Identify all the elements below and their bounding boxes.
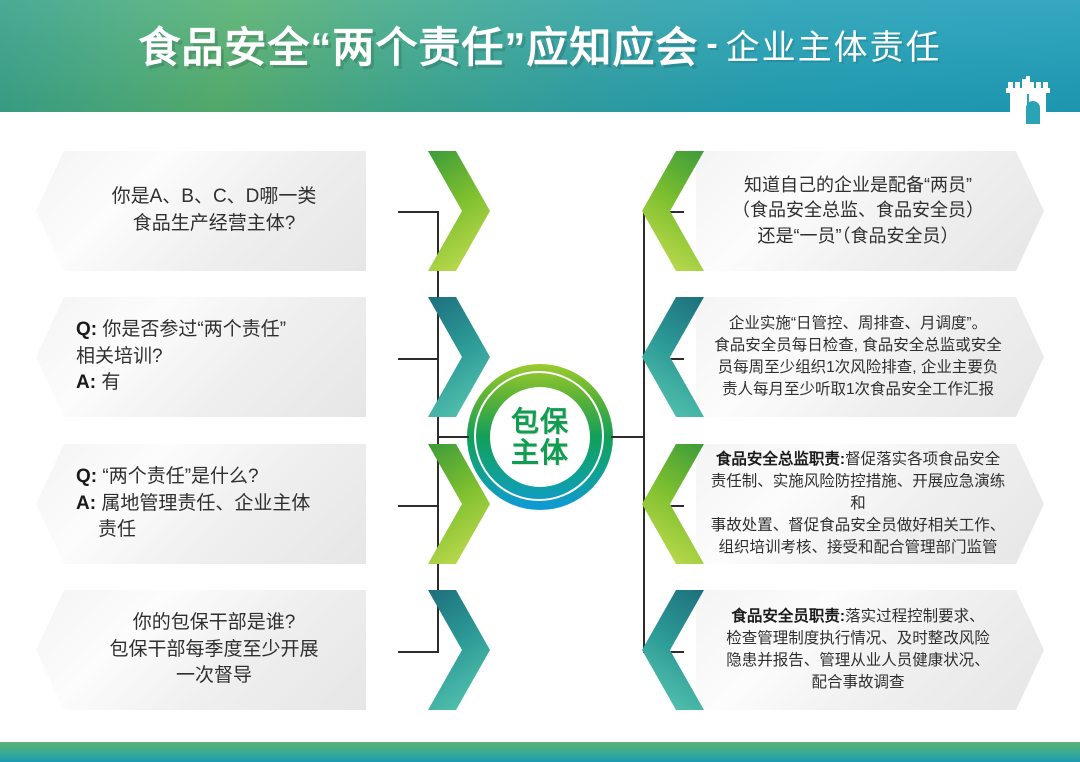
left-card-1[interactable]: 你是A、B、C、D哪一类 食品生产经营主体? [36, 151, 366, 271]
left-item-1[interactable]: 你是A、B、C、D哪一类 食品生产经营主体? [36, 151, 490, 271]
chevron-left-teal-icon [642, 590, 704, 710]
left-card-2-text: Q: 你是否参过“两个责任” 相关培训? A: 有 [76, 317, 352, 398]
role-label: 食品安全员职责: [731, 608, 846, 625]
text-line: 包保干部每季度至少开展 [109, 638, 319, 660]
text-line: 员每周至少组织1次风险排查, 企业主要负 [717, 359, 999, 376]
right-card-2[interactable]: 企业实施“日管控、周排查、月调度”。 食品安全员每日检查, 食品安全总监或安全 … [696, 297, 1044, 417]
text-line: 一次督导 [175, 665, 252, 687]
qa-label-q: Q: [76, 465, 98, 487]
left-card-3-text: Q: “两个责任”是什么? A: 属地管理责任、企业主体 责任 [76, 464, 352, 545]
text-line: Q: 你是否参过“两个责任” [76, 317, 352, 344]
center-node: 包保 主体 [467, 364, 613, 510]
center-ring-inner-line [474, 371, 604, 501]
text-line: 食品生产经营主体? [132, 213, 296, 234]
chevron-left-green-icon [642, 444, 704, 564]
right-card-4[interactable]: 食品安全员职责:落实过程控制要求、 检查管理制度执行情况、及时整改风险 隐患并报… [696, 590, 1044, 710]
text-span: 督促落实各项食品安全 [845, 451, 1001, 468]
text-line: 你的包保干部是谁? [132, 611, 296, 633]
text-line: 食品安全员每日检查, 食品安全总监或安全 [714, 337, 1002, 354]
left-card-2[interactable]: Q: 你是否参过“两个责任” 相关培训? A: 有 [36, 297, 366, 417]
center-circle-fill [490, 387, 590, 487]
text-line: Q: “两个责任”是什么? [76, 464, 352, 491]
title-subtitle-text: 企业主体责任 [725, 29, 942, 67]
header-gradient-overlay [0, 0, 1080, 112]
center-label-line1: 包保 [510, 405, 569, 437]
left-card-1-text: 你是A、B、C、D哪一类 食品生产经营主体? [76, 184, 352, 238]
bracket-center-left-link [437, 436, 469, 438]
chevron-left-teal-icon [642, 297, 704, 417]
center-label-line2: 主体 [510, 437, 569, 468]
left-column: 你是A、B、C、D哪一类 食品生产经营主体? Q: 你是否参过“两个责 [36, 0, 490, 762]
qa-label-a: A: [76, 492, 97, 514]
left-item-3[interactable]: Q: “两个责任”是什么? A: 属地管理责任、企业主体 责任 [36, 444, 490, 564]
text-line: 检查管理制度执行情况、及时整改风险 [726, 630, 990, 647]
left-card-4-text: 你的包保干部是谁? 包保干部每季度至少开展 一次督导 [76, 610, 352, 691]
left-card-3[interactable]: Q: “两个责任”是什么? A: 属地管理责任、企业主体 责任 [36, 444, 366, 564]
role-label: 食品安全总监职责: [715, 451, 846, 468]
text-line: 食品安全员职责:落实过程控制要求、 [710, 606, 1006, 628]
text-span: 属地管理责任、企业主体 [96, 492, 311, 514]
right-item-3[interactable]: 食品安全总监职责:督促落实各项食品安全 责任制、实施风险防控措施、开展应急演练和… [642, 444, 1080, 564]
right-card-2-text: 企业实施“日管控、周排查、月调度”。 食品安全员每日检查, 食品安全总监或安全 … [710, 313, 1006, 401]
chevron-right-teal-icon [428, 590, 490, 710]
text-line: （食品安全总监、食品安全员） [732, 200, 984, 221]
text-span: 有 [96, 372, 121, 394]
left-card-4[interactable]: 你的包保干部是谁? 包保干部每季度至少开展 一次督导 [36, 590, 366, 710]
text-line: 配合事故调查 [811, 674, 905, 691]
bottom-accent-bar [0, 742, 1080, 762]
bracket-right-vertical [643, 211, 645, 652]
text-line: 责人每月至少听取1次食品安全工作汇报 [721, 381, 995, 398]
text-span: 你是否参过“两个责任” [97, 318, 287, 340]
right-item-2[interactable]: 企业实施“日管控、周排查、月调度”。 食品安全员每日检查, 食品安全总监或安全 … [642, 297, 1080, 417]
text-line: 企业实施“日管控、周排查、月调度”。 [728, 315, 988, 332]
bracket-center-right-link [611, 436, 645, 438]
text-span: “两个责任”是什么? [97, 465, 259, 487]
right-card-3[interactable]: 食品安全总监职责:督促落实各项食品安全 责任制、实施风险防控措施、开展应急演练和… [696, 444, 1044, 564]
text-line: 责任 [76, 517, 352, 544]
left-item-4[interactable]: 你的包保干部是谁? 包保干部每季度至少开展 一次督导 [36, 590, 490, 710]
text-line: 隐患并报告、管理从业人员健康状况、 [726, 652, 990, 669]
text-line: A: 属地管理责任、企业主体 [76, 491, 352, 518]
text-span: 责任 [98, 519, 137, 541]
qa-label-q: Q: [76, 318, 98, 340]
left-item-2[interactable]: Q: 你是否参过“两个责任” 相关培训? A: 有 [36, 297, 490, 417]
page-title: 食品安全“两个责任”应知应会-企业主体责任 [0, 14, 1080, 75]
chevron-right-green-icon [428, 151, 490, 271]
text-line: 知道自己的企业是配备“两员” [744, 174, 972, 195]
bracket-left-vertical [437, 211, 439, 652]
text-line: A: 有 [76, 370, 352, 397]
text-line: 事故处置、督促食品安全员做好相关工作、 [710, 517, 1006, 534]
bracket-left-stub-2 [398, 358, 439, 360]
right-card-4-text: 食品安全员职责:落实过程控制要求、 检查管理制度执行情况、及时整改风险 隐患并报… [710, 606, 1006, 694]
title-separator: - [706, 25, 718, 63]
right-item-1[interactable]: 知道自己的企业是配备“两员” （食品安全总监、食品安全员） 还是“一员”（食品安… [642, 151, 1080, 271]
text-line: 相关培训? [76, 345, 163, 367]
qa-label-a: A: [76, 372, 97, 394]
city-gate-tower-icon [1006, 76, 1050, 124]
title-main-text: 食品安全“两个责任”应知应会 [138, 24, 699, 71]
text-line: 组织培训考核、接受和配合管理部门监管 [718, 539, 998, 556]
right-item-4[interactable]: 食品安全员职责:落实过程控制要求、 检查管理制度执行情况、及时整改风险 隐患并报… [642, 590, 1080, 710]
chevron-right-green-icon [428, 444, 490, 564]
chevron-left-green-icon [642, 151, 704, 271]
text-line: 你是A、B、C、D哪一类 [111, 186, 317, 208]
right-card-3-text: 食品安全总监职责:督促落实各项食品安全 责任制、实施风险防控措施、开展应急演练和… [710, 449, 1006, 559]
bracket-left-stub-1 [398, 211, 439, 213]
right-column: 知道自己的企业是配备“两员” （食品安全总监、食品安全员） 还是“一员”（食品安… [642, 0, 1080, 762]
bracket-left-stub-3 [398, 505, 439, 507]
page-header: 食品安全“两个责任”应知应会-企业主体责任 [0, 0, 1080, 124]
center-label: 包保 主体 [490, 387, 590, 487]
text-line: 还是“一员”（食品安全员） [757, 225, 959, 246]
text-span: 落实过程控制要求、 [845, 608, 985, 625]
text-line: 食品安全总监职责:督促落实各项食品安全 [710, 449, 1006, 471]
bracket-left-stub-4 [398, 651, 439, 653]
text-line: 责任制、实施风险防控措施、开展应急演练和 [710, 473, 1006, 512]
chevron-right-teal-icon [428, 297, 490, 417]
right-card-1[interactable]: 知道自己的企业是配备“两员” （食品安全总监、食品安全员） 还是“一员”（食品安… [696, 151, 1044, 271]
right-card-1-text: 知道自己的企业是配备“两员” （食品安全总监、食品安全员） 还是“一员”（食品安… [710, 173, 1006, 250]
